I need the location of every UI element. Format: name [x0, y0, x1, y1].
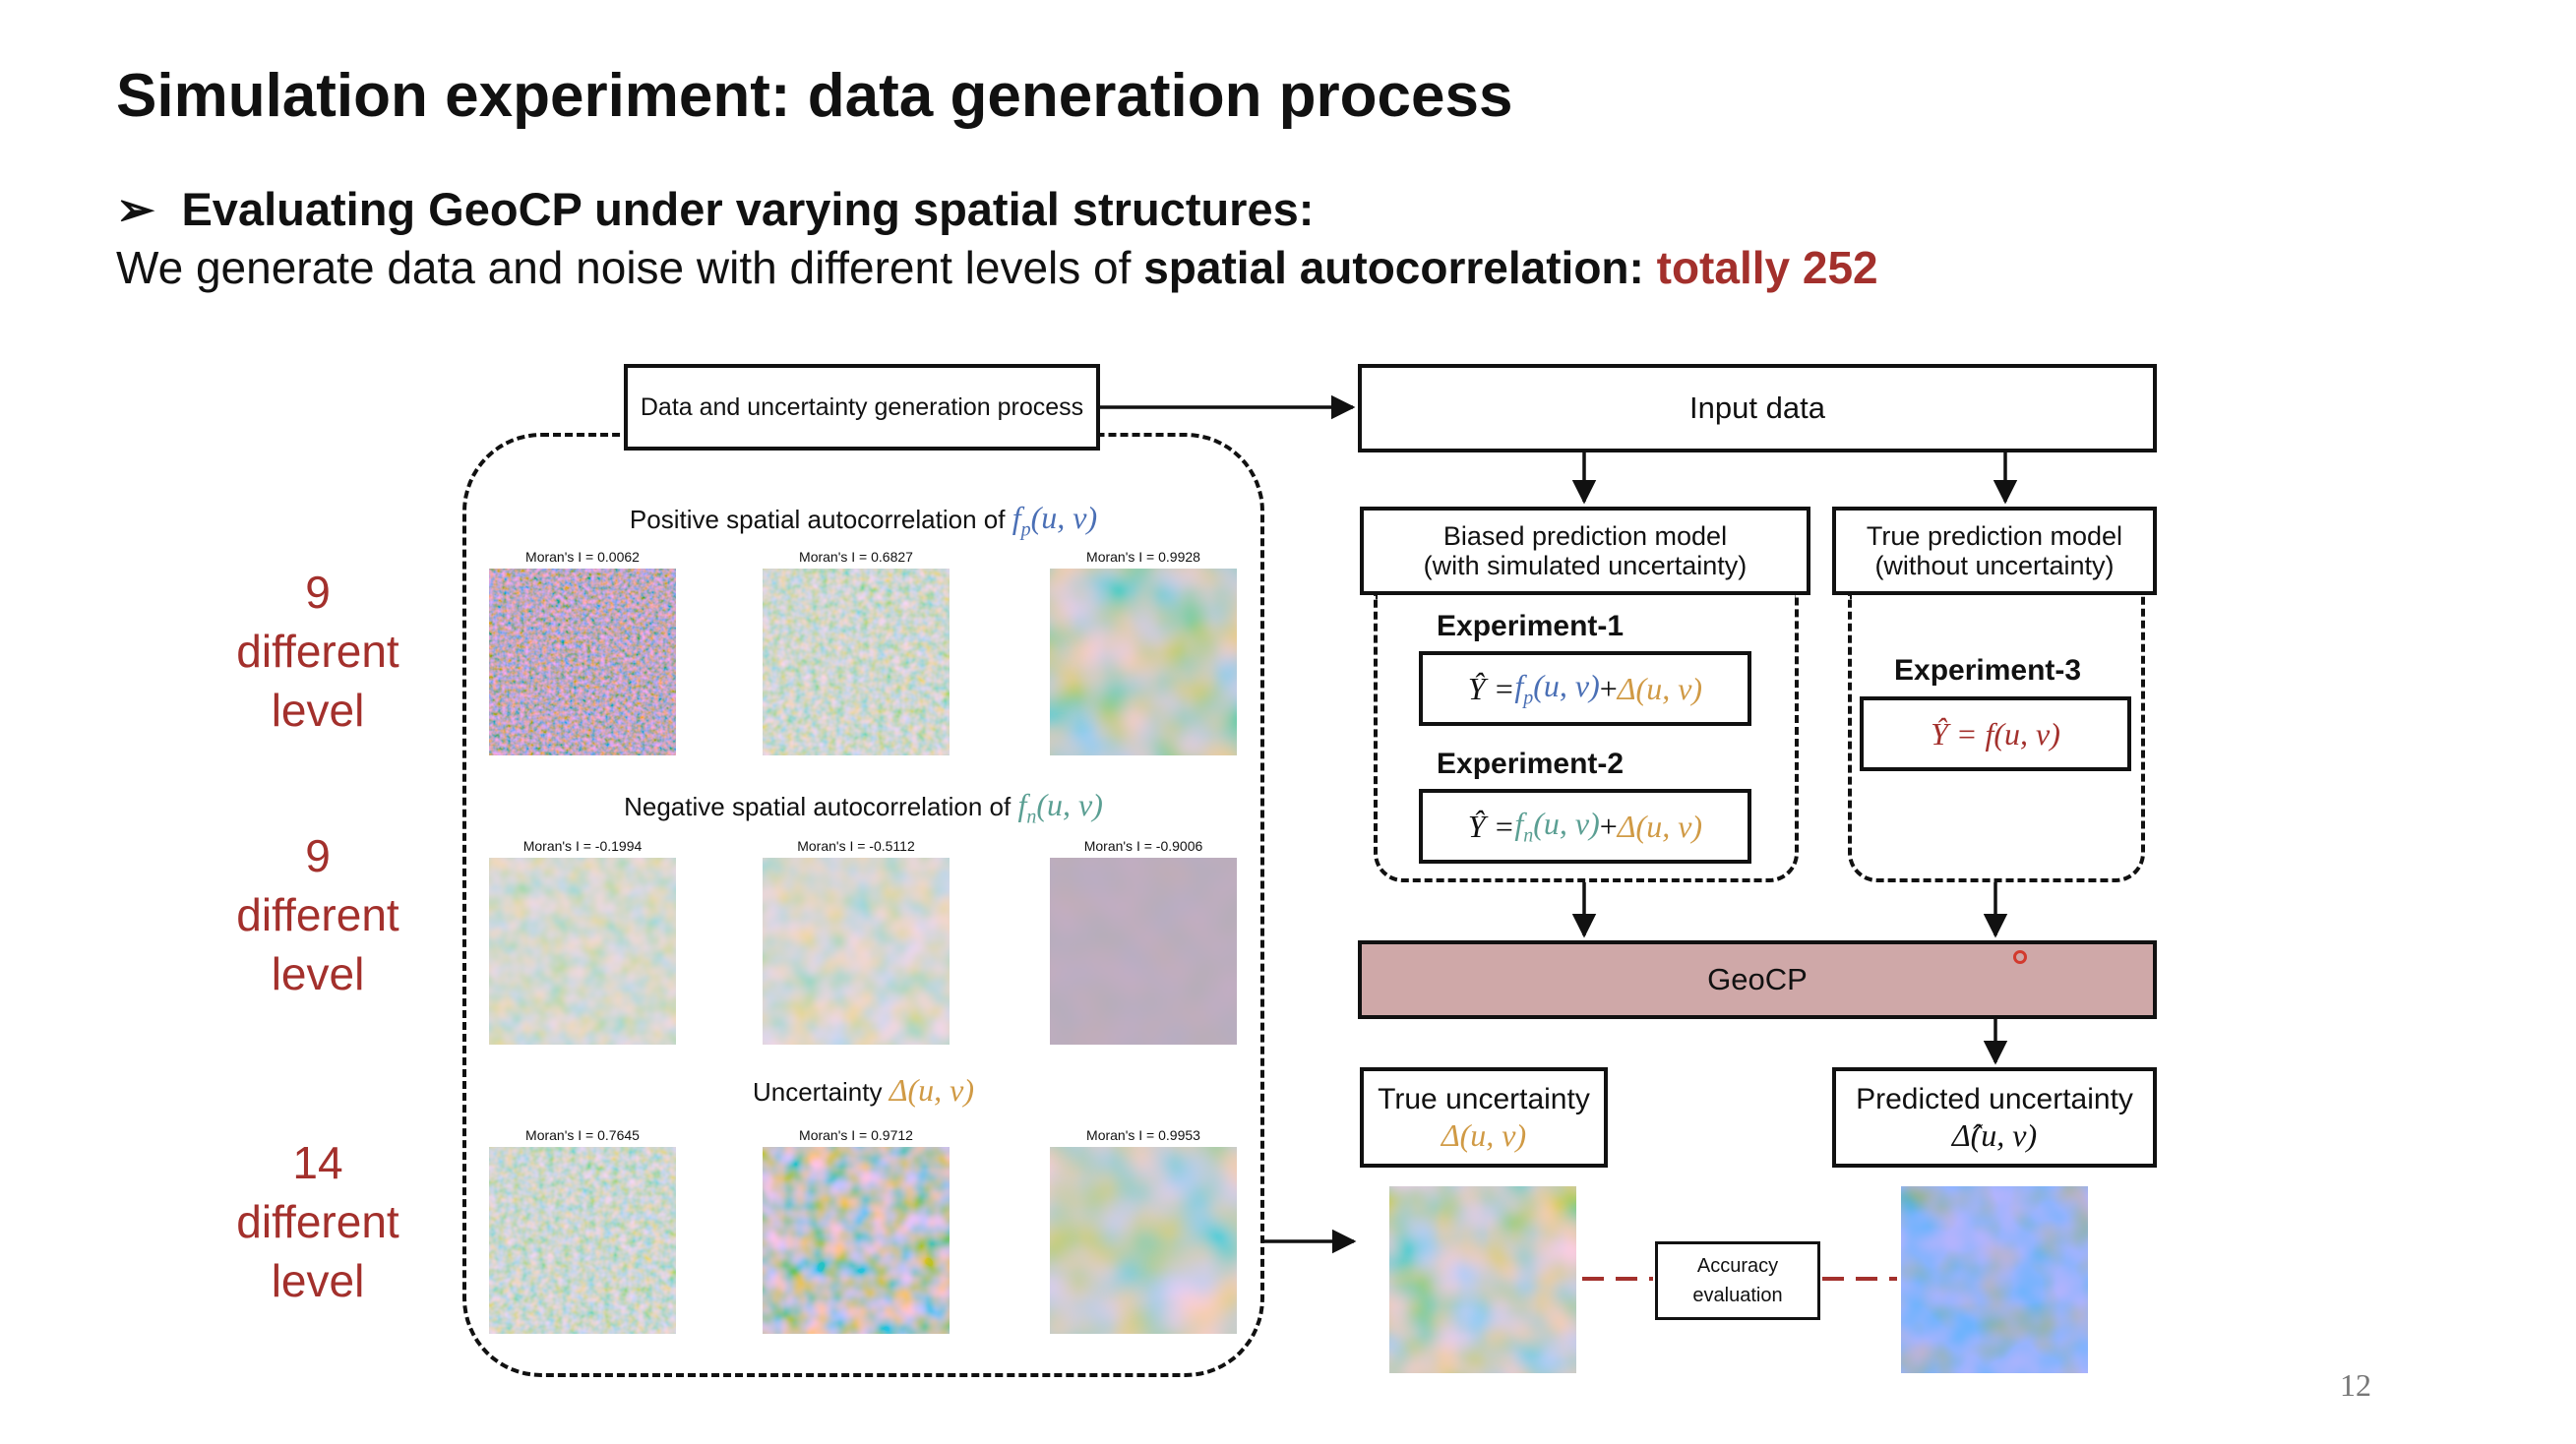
- fn-args: (u, v): [1533, 805, 1600, 841]
- sentence-bold: spatial autocorrelation:: [1143, 242, 1644, 293]
- heatmap-uncertainty-low: [489, 1147, 676, 1334]
- true-uncertainty-label: True uncertainty: [1378, 1083, 1590, 1115]
- generation-process-box: Data and uncertainty generation process: [624, 364, 1100, 451]
- predicted-uncertainty-box: Predicted uncertainty Δ̂(u, v): [1832, 1067, 2157, 1168]
- morans-label: Moran's I = 0.6827: [799, 549, 913, 565]
- level-word: different: [236, 1196, 399, 1247]
- predicted-uncertainty-label: Predicted uncertainty: [1856, 1083, 2133, 1115]
- heatmap-uncertainty-mid: [763, 1147, 950, 1334]
- morans-label: Moran's I = 0.9953: [1086, 1127, 1200, 1143]
- heatmap-negative-low: [489, 858, 676, 1045]
- experiment-2-heading: Experiment-2: [1437, 748, 1625, 780]
- level-label-positive: 9 different level: [195, 563, 441, 740]
- morans-label: Moran's I = -0.5112: [797, 838, 915, 854]
- eq-lhs: Ŷ =: [1467, 670, 1515, 706]
- experiment-2-equation: Ŷ = fn(u, v) +Δ(u, v): [1419, 789, 1751, 864]
- morans-label: Moran's I = -0.9006: [1083, 838, 1203, 854]
- eq-delta: Δ(u, v): [1617, 670, 1703, 706]
- eq-delta: Δ(u, v): [1617, 808, 1703, 844]
- morans-label: Moran's I = 0.0062: [525, 549, 640, 565]
- level-label-negative: 9 different level: [195, 826, 441, 1003]
- section-text: Positive spatial autocorrelation of: [629, 505, 1012, 534]
- true-model-line1: True prediction model: [1866, 521, 2123, 551]
- eq-lhs: Ŷ =: [1467, 808, 1515, 844]
- fn-symbol: f: [1017, 787, 1027, 822]
- fn-subscript: n: [1523, 824, 1534, 847]
- heatmap-negative-high: [1050, 858, 1237, 1045]
- bullet-heading: ➢ Evaluating GeoCP under varying spatial…: [116, 182, 1314, 237]
- section-label-uncertainty: Uncertainty Δ(u, v): [512, 1072, 1215, 1109]
- eq-true-function: Ŷ = f(u, v): [1931, 715, 2060, 752]
- true-model-line2: (without uncertainty): [1874, 551, 2115, 580]
- input-data-box: Input data: [1358, 364, 2157, 452]
- level-count: 9: [305, 567, 331, 618]
- heatmap-positive-high: [1050, 569, 1237, 755]
- bullet-text: Evaluating GeoCP under varying spatial s…: [181, 183, 1315, 235]
- experiment-3-equation: Ŷ = f(u, v): [1860, 696, 2131, 771]
- experiments-1-2-panel: [1374, 595, 1799, 882]
- level-count: 14: [292, 1137, 343, 1188]
- morans-label: Moran's I = 0.7645: [525, 1127, 640, 1143]
- level-count: 9: [305, 830, 331, 881]
- fp-args: (u, v): [1030, 500, 1098, 535]
- level-label-uncertainty: 14 different level: [195, 1133, 441, 1310]
- section-text: Uncertainty: [752, 1077, 889, 1107]
- level-word: level: [271, 685, 365, 736]
- accuracy-line2: evaluation: [1692, 1285, 1783, 1306]
- morans-label: Moran's I = -0.1994: [522, 838, 643, 854]
- fn-symbol: f: [1514, 805, 1524, 841]
- fp-args: (u, v): [1533, 667, 1600, 703]
- experiment-3-panel: [1848, 595, 2145, 882]
- slide-title: Simulation experiment: data generation p…: [116, 62, 1513, 130]
- bullet-marker-icon: ➢: [116, 183, 155, 235]
- morans-label: Moran's I = 0.9928: [1086, 549, 1200, 565]
- level-word: level: [271, 1255, 365, 1306]
- page-number: 12: [2340, 1367, 2371, 1403]
- subtitle-sentence: We generate data and noise with differen…: [116, 241, 1878, 294]
- biased-model-box: Biased prediction model (with simulated …: [1360, 507, 1810, 595]
- heatmap-predicted-uncertainty: [1901, 1186, 2088, 1373]
- fn-subscript: n: [1026, 806, 1037, 828]
- level-word: level: [271, 948, 365, 999]
- morans-label: Moran's I = 0.9712: [799, 1127, 913, 1143]
- heatmap-positive-low: [489, 569, 676, 755]
- accuracy-evaluation-box: Accuracy evaluation: [1655, 1241, 1820, 1320]
- fp-subscript: p: [1523, 687, 1534, 709]
- delta-symbol: Δ(u, v): [889, 1072, 975, 1108]
- section-text: Negative spatial autocorrelation of: [624, 792, 1018, 821]
- cursor-marker-icon: [2013, 950, 2027, 964]
- heatmap-negative-mid: [763, 858, 950, 1045]
- fp-symbol: f: [1012, 500, 1021, 535]
- accuracy-line1: Accuracy: [1696, 1255, 1779, 1277]
- section-label-positive: Positive spatial autocorrelation of fp(u…: [512, 500, 1215, 541]
- biased-model-line2: (with simulated uncertainty): [1423, 551, 1748, 580]
- true-model-box: True prediction model (without uncertain…: [1832, 507, 2157, 595]
- true-uncertainty-box: True uncertainty Δ(u, v): [1360, 1067, 1608, 1168]
- eq-plus: +: [1599, 808, 1618, 844]
- section-label-negative: Negative spatial autocorrelation of fn(u…: [512, 787, 1215, 828]
- predicted-uncertainty-math: Δ̂(u, v): [1951, 1117, 2038, 1153]
- true-uncertainty-math: Δ(u, v): [1441, 1117, 1527, 1153]
- heatmap-uncertainty-high: [1050, 1147, 1237, 1334]
- biased-model-line1: Biased prediction model: [1442, 521, 1728, 551]
- heatmap-positive-mid: [763, 569, 950, 755]
- experiment-3-heading: Experiment-3: [1894, 654, 2082, 687]
- fn-args: (u, v): [1036, 787, 1103, 822]
- level-word: different: [236, 626, 399, 677]
- level-word: different: [236, 889, 399, 940]
- experiment-1-heading: Experiment-1: [1437, 610, 1625, 642]
- fp-subscript: p: [1020, 518, 1031, 541]
- heatmap-true-uncertainty: [1389, 1186, 1576, 1373]
- sentence-highlight: totally 252: [1656, 242, 1878, 293]
- experiment-1-equation: Ŷ = fp(u, v) +Δ(u, v): [1419, 651, 1751, 726]
- sentence-prefix: We generate data and noise with differen…: [116, 242, 1144, 293]
- fp-symbol: f: [1514, 667, 1524, 703]
- eq-plus: +: [1599, 670, 1618, 706]
